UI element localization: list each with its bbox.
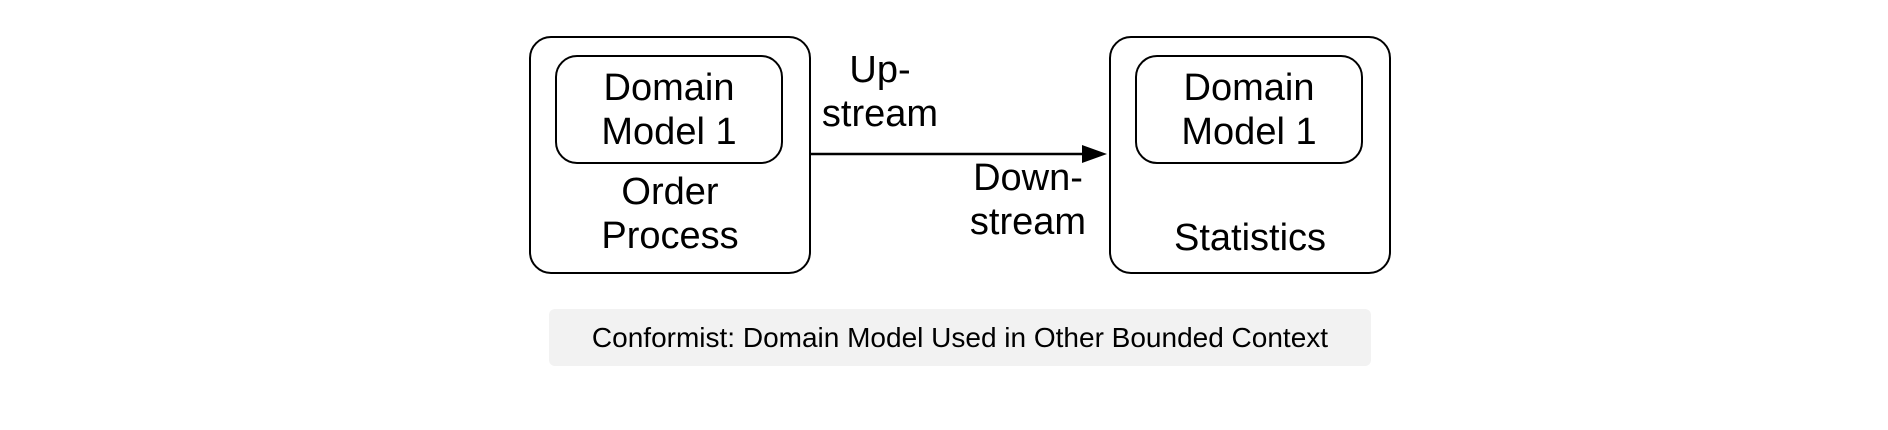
diagram-caption: Conformist: Domain Model Used in Other B… <box>549 309 1371 366</box>
upstream-label: Up- stream <box>821 49 939 135</box>
downstream-domain-model-label: Domain Model 1 <box>1181 66 1317 153</box>
downstream-domain-model-box: Domain Model 1 <box>1135 55 1363 164</box>
upstream-context-label: Order Process <box>601 171 739 257</box>
relation-arrow-head <box>1082 145 1107 163</box>
upstream-domain-model-label: Domain Model 1 <box>601 66 737 153</box>
downstream-label: Down- stream <box>969 157 1087 243</box>
downstream-context-label: Statistics <box>1173 217 1327 259</box>
upstream-domain-model-box: Domain Model 1 <box>555 55 783 164</box>
